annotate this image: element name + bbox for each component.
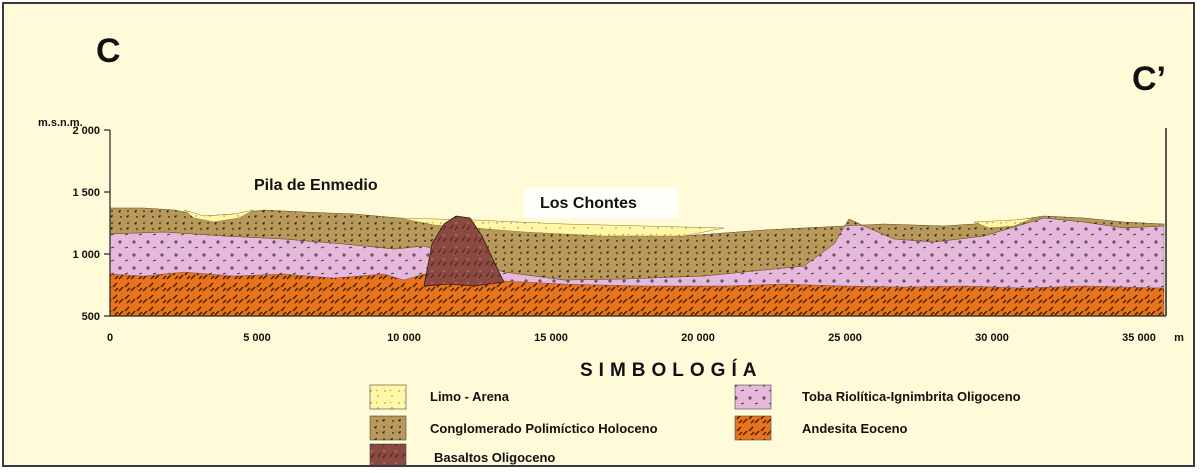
legend-label: Limo - Arena [430, 389, 510, 404]
legend-label: Toba Riolítica-Ignimbrita Oligoceno [802, 389, 1021, 404]
x-tick-label: 25 000 [828, 332, 862, 344]
geologic-layers [110, 208, 1164, 316]
section-end-label: C’ [1132, 60, 1166, 98]
x-tick-label: 15 000 [534, 332, 568, 344]
place-label-pila-de-enmedio: Pila de Enmedio [254, 177, 378, 194]
y-tick-label: 1 000 [72, 249, 100, 261]
cross-section-figure: C C’ m.s.n.m. 2 000 1 500 1 000 500 0 5 … [4, 4, 1193, 465]
legend-item-toba: Toba Riolítica-Ignimbrita Oligoceno [735, 385, 1021, 409]
legend-item-basaltos: Basaltos Oligoceno [370, 444, 555, 465]
legend-label: Andesita Eoceno [802, 421, 908, 436]
x-tick-label: 5 000 [243, 332, 271, 344]
legend-swatch-basaltos [370, 444, 406, 465]
legend-label: Conglomerado Polimíctico Holoceno [430, 421, 658, 436]
cross-section-frame: C C’ m.s.n.m. 2 000 1 500 1 000 500 0 5 … [2, 2, 1195, 467]
y-tick-label: 1 500 [72, 187, 100, 199]
legend: SIMBOLOGÍA Limo - Arena Conglomerado Pol… [370, 359, 1021, 465]
place-label-los-chontes: Los Chontes [540, 195, 637, 212]
legend-item-conglomerado: Conglomerado Polimíctico Holoceno [370, 416, 658, 440]
legend-swatch-andesita [735, 416, 771, 440]
legend-swatch-limo [370, 385, 406, 409]
x-axis: 0 5 000 10 000 15 000 20 000 25 000 30 0… [107, 316, 1184, 344]
legend-swatch-conglomerado [370, 416, 406, 440]
x-tick-label: 0 [107, 332, 113, 344]
x-tick-label: 30 000 [975, 332, 1009, 344]
x-tick-label: 35 000 [1122, 332, 1156, 344]
legend-title: SIMBOLOGÍA [580, 359, 762, 381]
y-tick-label: 500 [82, 311, 100, 323]
section-start-label: C [96, 32, 121, 70]
x-tick-label: 20 000 [681, 332, 715, 344]
x-tick-label: 10 000 [387, 332, 421, 344]
x-axis-unit: m [1174, 332, 1184, 344]
y-tick-label: 2 000 [72, 125, 100, 137]
legend-swatch-toba [735, 385, 771, 409]
legend-item-limo: Limo - Arena [370, 385, 510, 409]
legend-label: Basaltos Oligoceno [434, 450, 555, 465]
legend-item-andesita: Andesita Eoceno [735, 416, 908, 440]
y-axis: 2 000 1 500 1 000 500 [72, 125, 110, 323]
